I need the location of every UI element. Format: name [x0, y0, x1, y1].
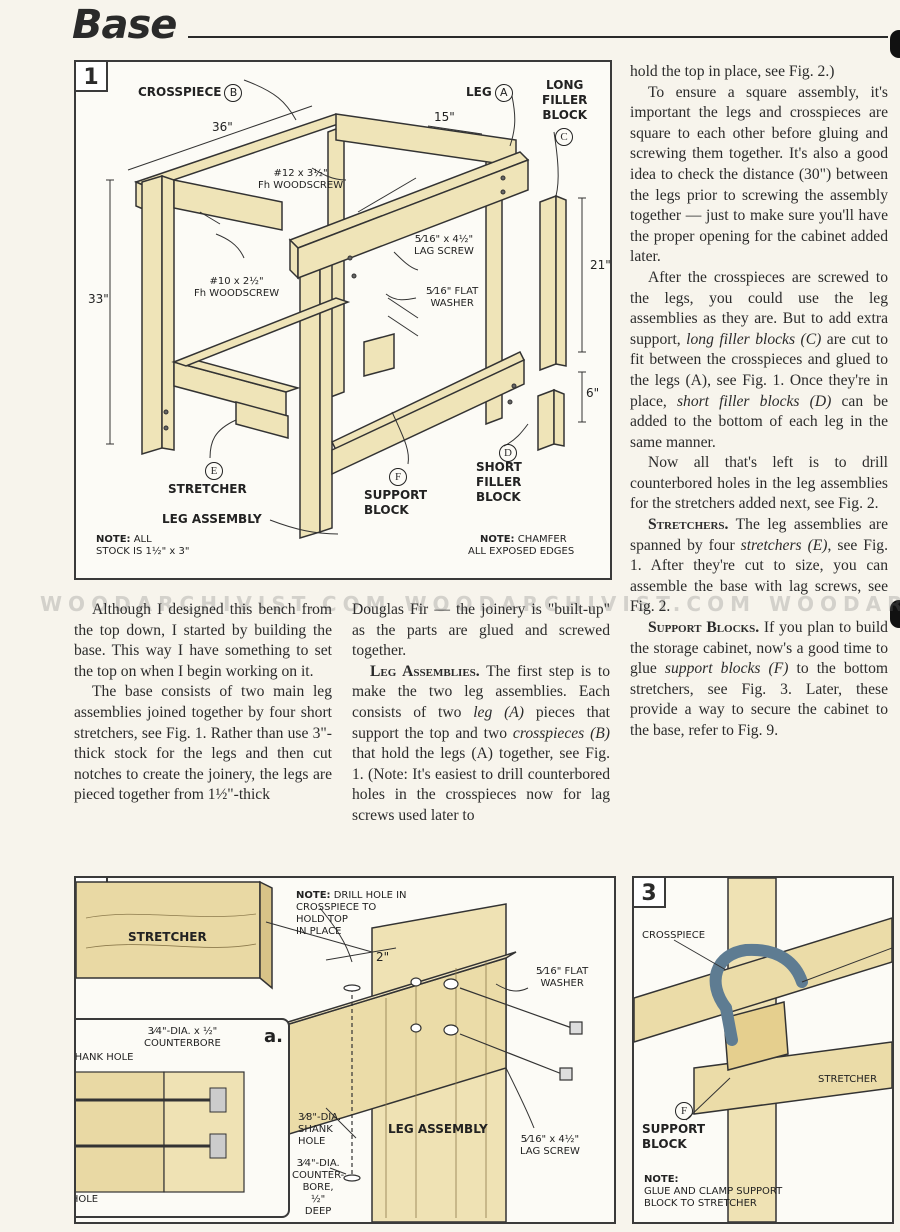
part-letter: E — [205, 462, 223, 480]
shank-hole-label: 3⁄8"-DIA. SHANK HOLE — [298, 1112, 342, 1147]
paragraph: Although I designed this bench from the … — [74, 601, 332, 680]
text-column-2: Douglas Fir — the joinery is "built-up" … — [352, 600, 610, 827]
note-chamfer: NOTE: CHAMFER — [480, 534, 567, 545]
binder-hole — [890, 600, 900, 628]
paragraph: Support Blocks. If you plan to build the… — [630, 619, 889, 739]
drill-hole-note: NOTE: DRILL HOLE IN CROSSPIECE TO HOLD T… — [296, 890, 407, 937]
note-all-stock-2: STOCK IS 1½" x 3" — [96, 546, 190, 557]
lag-screw-label: 5⁄16" x 4½" LAG SCREW — [414, 234, 474, 257]
glue-clamp-note: NOTE: GLUE AND CLAMP SUPPORT BLOCK TO ST… — [644, 1174, 783, 1209]
part-letter: F — [675, 1102, 693, 1120]
crosspiece-label: CROSSPIECE — [642, 930, 706, 941]
inset-shank-label: 3⁄8"-DIA. SHANK HOLE — [74, 1052, 134, 1063]
dim-36: 36" — [212, 120, 233, 134]
lag-screw-label: 5⁄16" x 4½" LAG SCREW — [520, 1134, 580, 1157]
note-chamfer-2: ALL EXPOSED EDGES — [468, 546, 575, 557]
paragraph: The base consists of two main leg assemb… — [74, 683, 332, 804]
figure-number: 1 — [76, 62, 108, 92]
stretcher-label: STRETCHER — [128, 930, 207, 944]
woodscrew-12-label: #12 x 3½" Fh WOODSCREW — [258, 168, 344, 191]
flat-washer-label: 5⁄16" FLAT WASHER — [426, 286, 479, 309]
text-column-3: hold the top in place, see Fig. 2.) To e… — [630, 62, 888, 742]
long-filler-label: LONG FILLER BLOCK — [542, 78, 588, 122]
figure-3: 3 CROSSPIECE STRETCHER F SUPPORT BLOCK N… — [632, 876, 894, 1224]
paragraph: Leg Assemblies. The first step is to mak… — [352, 662, 610, 824]
paragraph: Now all that's left is to drill counterb… — [630, 454, 888, 513]
inset-counterbore-label: 3⁄4"-DIA. x ½" COUNTERBORE — [144, 1026, 221, 1049]
text-column-1: Although I designed this bench from the … — [74, 600, 332, 806]
short-filler-label: SHORT FILLER BLOCK — [476, 460, 522, 504]
note-all-stock: NOTE: ALL — [96, 534, 152, 545]
dim-2: 2" — [376, 950, 390, 964]
stretcher-label: STRETCHER — [168, 482, 247, 496]
inset-pilot-label: ¼" PILOT HOLE — [76, 1194, 99, 1205]
dim-21: 21" — [590, 258, 611, 272]
detail-inset-a: a. 3⁄4"-DIA. x ½" COUNTERBORE 3⁄8"-DIA. … — [74, 1018, 290, 1218]
paragraph: hold the top in place, see Fig. 2.) — [630, 63, 835, 80]
clamp-drawing — [634, 878, 892, 1222]
figure-2: 2 — [74, 876, 616, 1224]
support-block-label: SUPPORT BLOCK — [642, 1122, 706, 1151]
watermark: WOODARCHIVIST.COM WOODARCHIVIST.COM WOOD… — [40, 592, 900, 616]
support-block-label: SUPPORT BLOCK — [364, 488, 428, 517]
figure-1: 1 — [74, 60, 612, 580]
leg-assembly-label: LEG ASSEMBLY — [162, 512, 262, 526]
detail-section-drawing — [76, 1071, 245, 1193]
leg-assembly-label: LEG ASSEMBLY — [388, 1122, 488, 1136]
base-assembly-drawing — [106, 79, 586, 540]
inset-letter: a. — [264, 1026, 283, 1047]
page-title: Base — [72, 2, 177, 48]
woodscrew-10-label: #10 x 2½" Fh WOODSCREW — [194, 276, 280, 299]
flat-washer-label: 5⁄16" FLAT WASHER — [536, 966, 589, 989]
binder-hole — [890, 30, 900, 58]
stretcher-joint-drawing — [76, 880, 583, 1222]
paragraph: Douglas Fir — the joinery is "built-up" … — [352, 601, 610, 660]
title-rule — [188, 36, 888, 38]
part-letter: F — [389, 468, 407, 486]
dim-6: 6" — [586, 386, 600, 400]
part-letter: A — [494, 84, 513, 102]
part-letter: D — [499, 444, 517, 462]
dim-15: 15" — [434, 110, 455, 124]
part-letter: C — [555, 128, 573, 146]
paragraph: Stretchers. The leg assemblies are spann… — [630, 516, 888, 616]
part-letter: B — [224, 84, 243, 102]
stretcher-label: STRETCHER — [818, 1074, 878, 1085]
paragraph: After the crosspieces are screwed to the… — [630, 268, 888, 451]
paragraph: To ensure a square assembly, it's import… — [630, 83, 888, 266]
counterbore-label: 3⁄4"-DIA. COUNTER- BORE, ½" DEEP — [292, 1158, 345, 1217]
figure-number: 3 — [634, 878, 666, 908]
dim-33: 33" — [88, 292, 109, 306]
